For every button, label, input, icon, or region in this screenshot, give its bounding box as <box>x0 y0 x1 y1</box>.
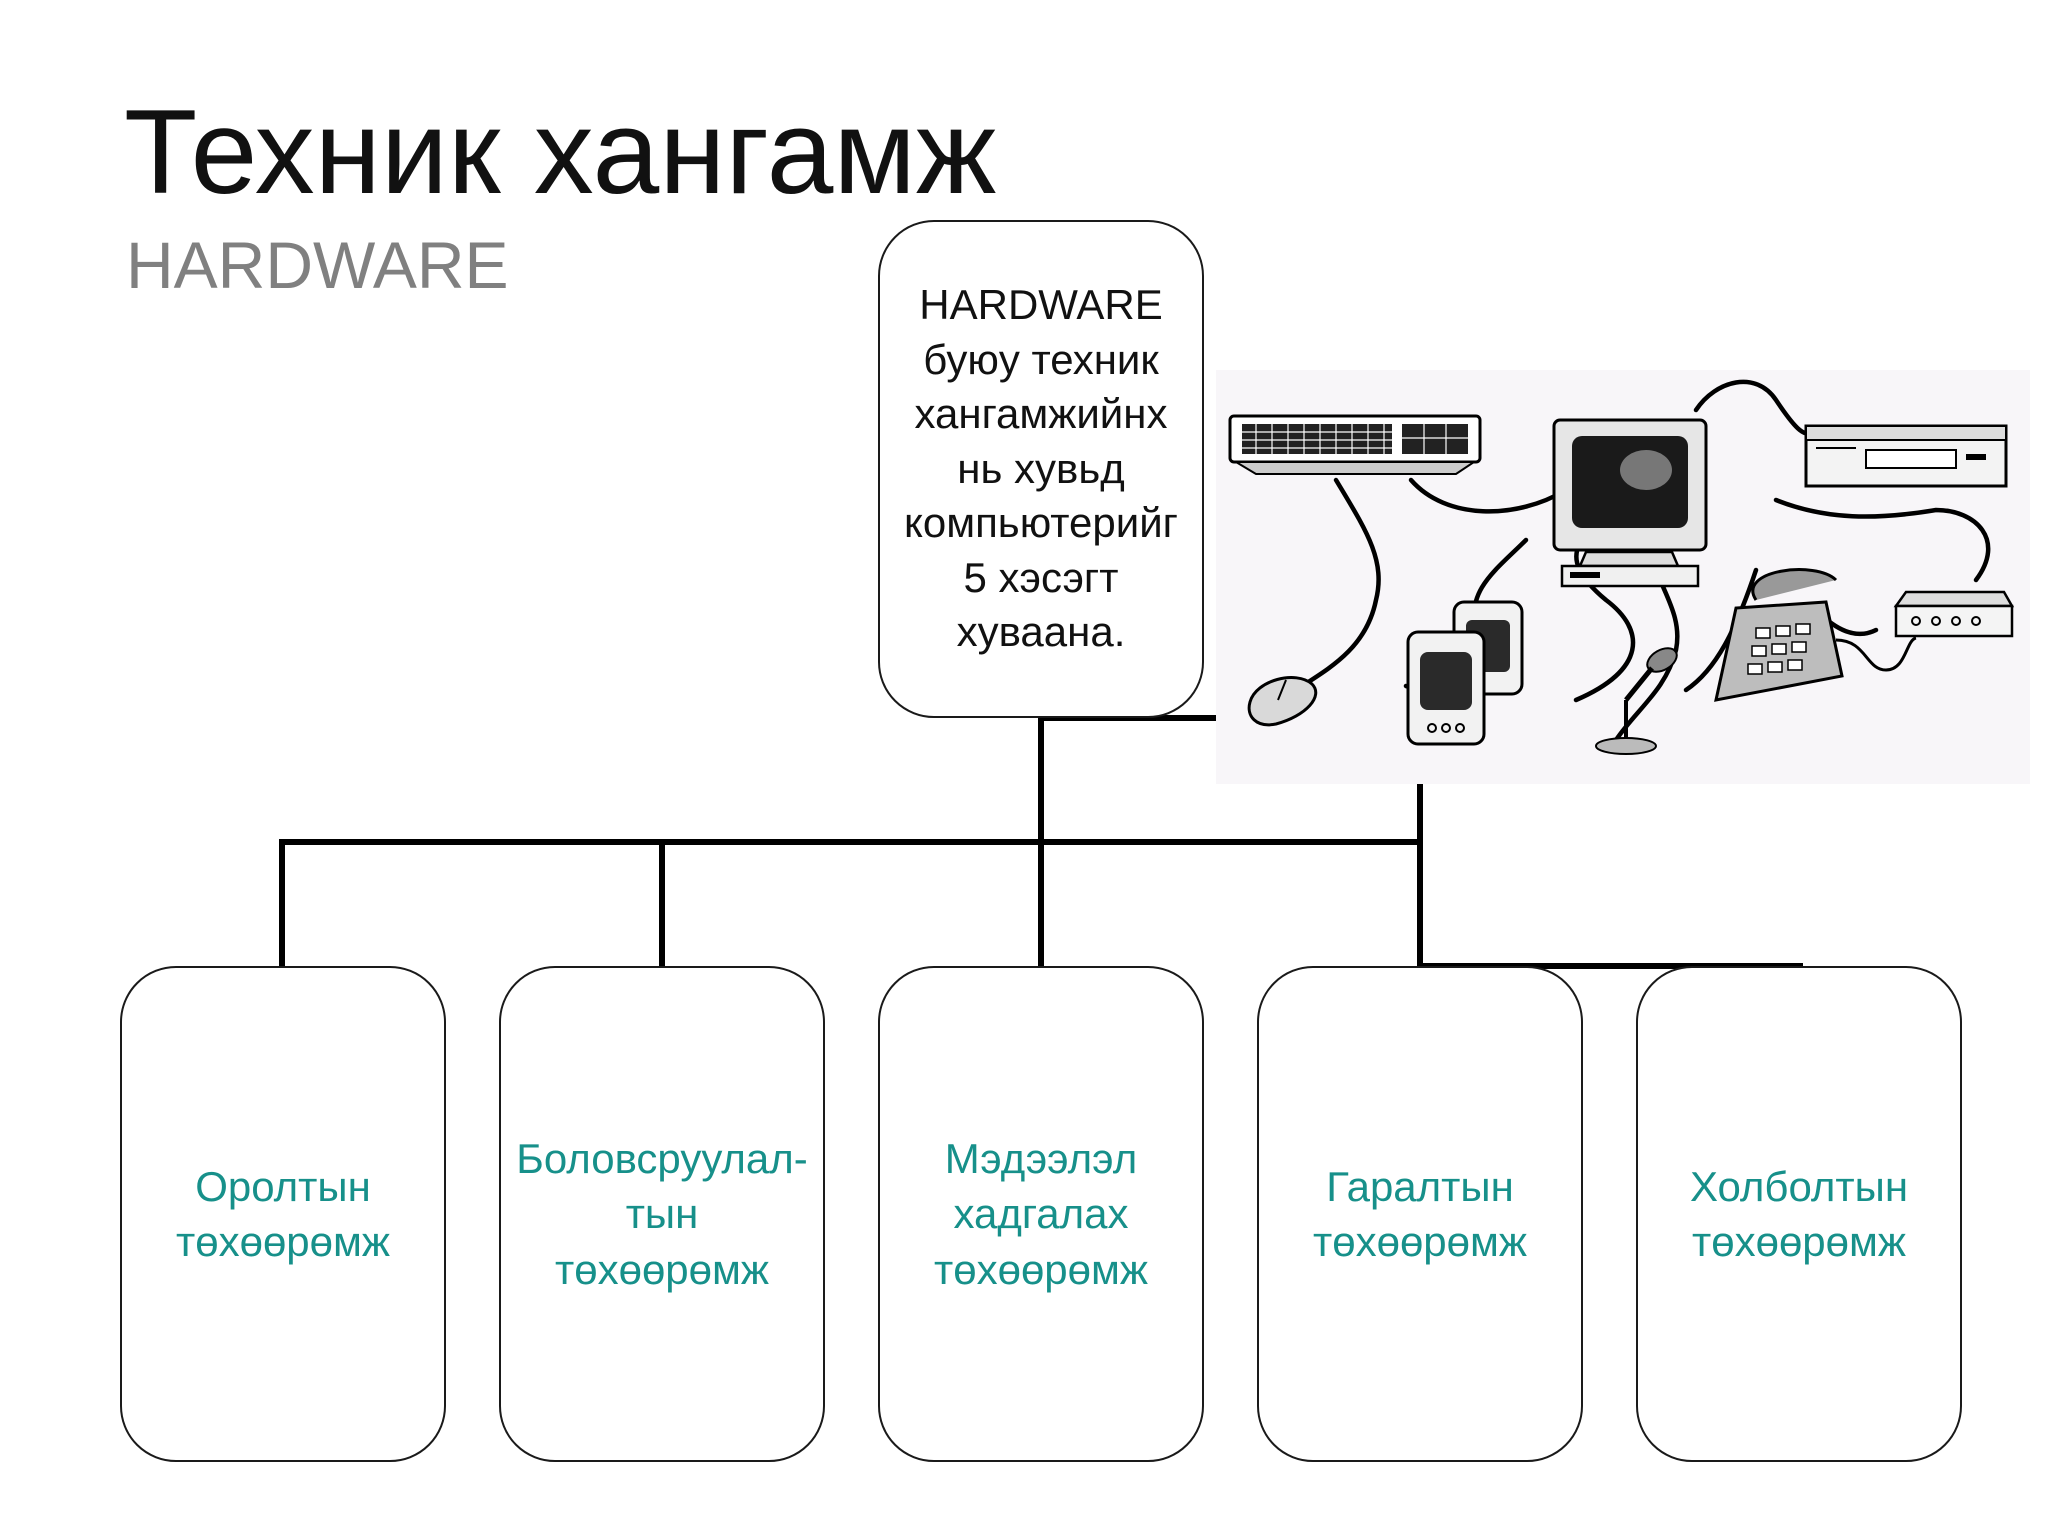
input-devices-box: Оролтын төхөөрөмж <box>120 966 446 1462</box>
speaker-icon <box>1406 600 1524 746</box>
system-unit-icon <box>1804 424 2008 488</box>
mouse-icon <box>1247 676 1318 727</box>
monitor-icon <box>1552 418 1708 588</box>
slide-subtitle: HARDWARE <box>126 228 509 302</box>
storage-devices-box: Мэдээлэл хадгалах төхөөрөмж <box>878 966 1204 1462</box>
keyboard-icon <box>1228 414 1482 475</box>
processing-devices-label: Боловсруулал- тын төхөөрөмж <box>516 1134 808 1293</box>
processing-devices-box: Боловсруулал- тын төхөөрөмж <box>499 966 825 1462</box>
root-box-text: HARDWARE буюу техник хангамжийнх нь хувь… <box>903 280 1178 656</box>
computer-system-illustration <box>1216 370 2030 784</box>
output-devices-box: Гаралтын төхөөрөмж <box>1257 966 1583 1462</box>
telephone-icon <box>1714 568 1917 702</box>
communication-devices-label: Холболтын төхөөрөмж <box>1689 1162 1909 1265</box>
microphone-icon <box>1595 647 1678 755</box>
hardware-root-box: HARDWARE буюу техник хангамжийнх нь хувь… <box>878 220 1204 718</box>
modem-icon <box>1893 590 2015 638</box>
storage-devices-label: Мэдээлэл хадгалах төхөөрөмж <box>934 1134 1148 1293</box>
output-devices-label: Гаралтын төхөөрөмж <box>1313 1162 1527 1265</box>
communication-devices-box: Холболтын төхөөрөмж <box>1636 966 1962 1462</box>
input-devices-label: Оролтын төхөөрөмж <box>176 1162 390 1265</box>
slide-title: Техник хангамж <box>124 85 997 219</box>
